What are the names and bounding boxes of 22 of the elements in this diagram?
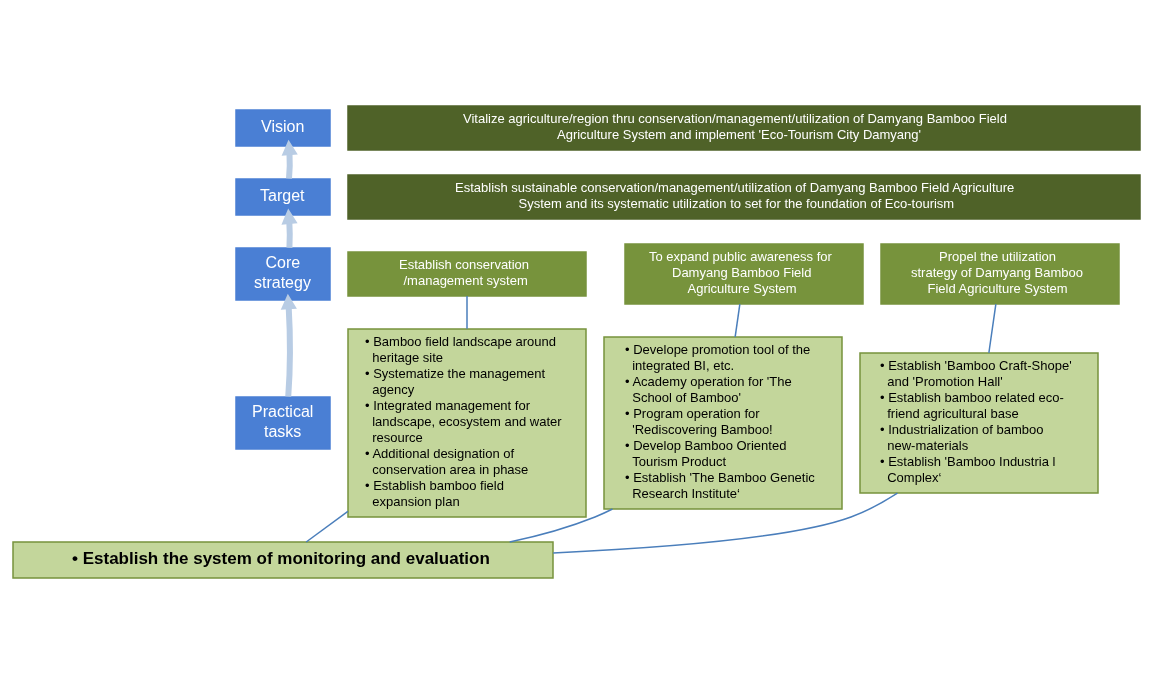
node-box: • Establish the system of monitoring and evaluation <box>12 541 554 579</box>
node-box: • Bamboo field landscape around heritage site • Systematize the management agency • Integrated management for landscape, ecosystem and water resource • Additional designation of conservation area in phase • Establish bamboo field expansion plan <box>347 328 587 518</box>
node-box: Core strategy <box>235 247 331 301</box>
node-box: • Develope promotion tool of the integrated BI, etc. • Academy operation for 'The School of Bamboo' • Program operation for 'Rediscovering Bamboo! • Develop Bamboo Oriented Tourism Product • Establish 'The Bamboo Genetic Research Institute‘ <box>603 336 843 510</box>
node-box: Practical tasks <box>235 396 331 450</box>
node-box: Target <box>235 178 331 216</box>
node-box: To expand public awareness for Damyang Bamboo Field Agriculture System <box>624 243 864 305</box>
arrow <box>281 139 298 179</box>
connector <box>466 295 468 330</box>
arrow <box>281 208 298 248</box>
connector <box>988 303 997 354</box>
node-box: Vision <box>235 109 331 147</box>
node-box: Propel the utilization strategy of Damyang Bamboo Field Agriculture System <box>880 243 1120 305</box>
arrow <box>280 293 297 397</box>
connector <box>734 303 741 338</box>
node-box: • Establish 'Bamboo Craft-Shope' and 'Promotion Hall' • Establish bamboo related eco-friend agricultural base • Industrialization of bamboo new-materials • Establish 'Bamboo Industria l Complex‘ <box>859 352 1099 494</box>
node-box: Vitalize agriculture/region thru conservation/management/utilization of Damyang Bamboo Field Agriculture System and implement 'Eco-Tourism City Damyang' <box>347 105 1141 151</box>
connector <box>552 492 899 554</box>
node-box: Establish sustainable conservation/management/utilization of Damyang Bamboo Field Agriculture System and its systematic utilization to set for the foundation of Eco-tourism <box>347 174 1141 220</box>
node-box: Establish conservation /management system <box>347 251 587 297</box>
connector <box>508 508 614 543</box>
connector <box>305 510 349 543</box>
